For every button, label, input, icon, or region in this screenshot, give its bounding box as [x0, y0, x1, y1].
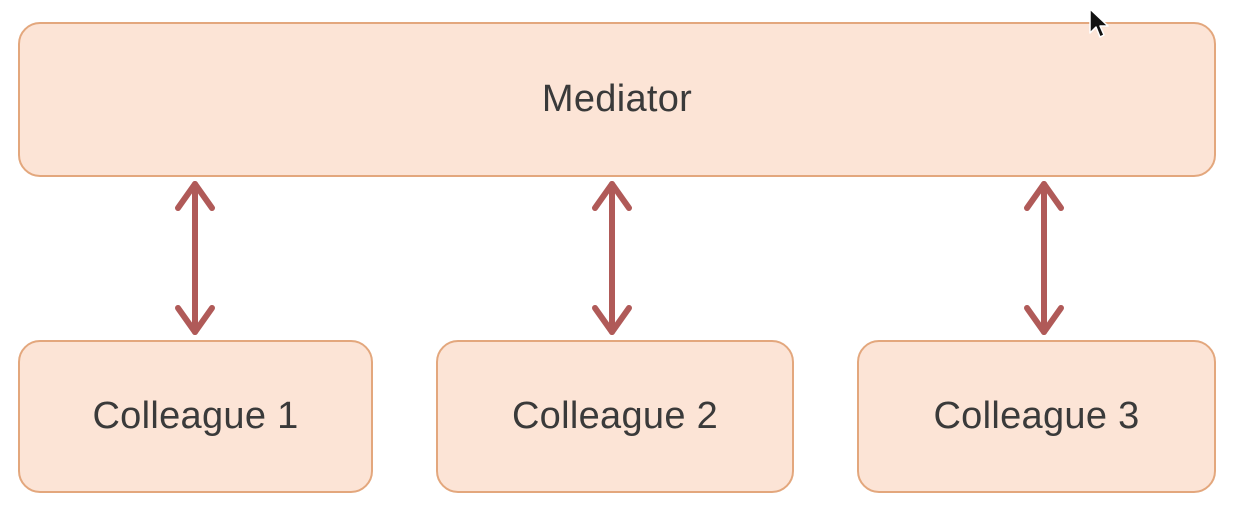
bidirectional-arrow-2	[592, 181, 632, 335]
mediator-label: Mediator	[541, 78, 693, 120]
bidirectional-arrow-3	[1024, 181, 1064, 335]
bidirectional-arrow-1	[175, 181, 215, 335]
colleague-1-label: Colleague 1	[92, 395, 299, 437]
colleague-3-label: Colleague 3	[933, 395, 1140, 437]
mediator-box: Mediator	[18, 22, 1216, 177]
colleague-2-box: Colleague 2	[436, 340, 794, 493]
colleague-3-box: Colleague 3	[857, 340, 1216, 493]
colleague-2-label: Colleague 2	[511, 395, 719, 437]
mouse-pointer-icon	[1089, 8, 1109, 38]
colleague-1-box: Colleague 1	[18, 340, 373, 493]
